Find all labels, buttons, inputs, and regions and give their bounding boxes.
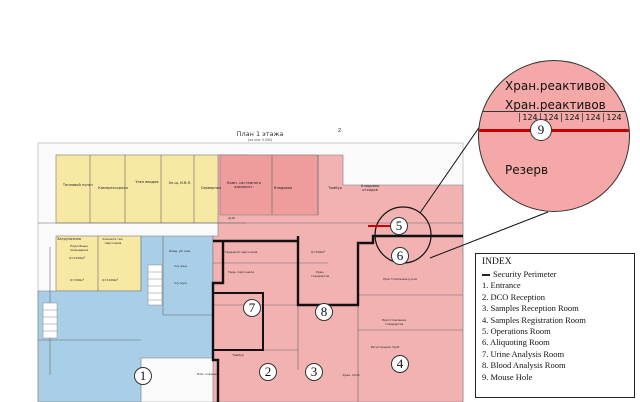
index-title: INDEX (482, 257, 512, 267)
plan-title: План 1 этажа (236, 130, 284, 138)
room-cold3: Q=300м³ (69, 278, 85, 282)
room-compressor: Компрессорная (98, 186, 128, 190)
index-item: 5. Operations Room (482, 326, 551, 337)
room-registration: Регистрация проб (370, 345, 400, 349)
plan-subtitle: (на отм. 0.000) (248, 138, 272, 142)
room-changing2: Гард. персонала (227, 270, 255, 274)
room-electrical: Эл.щ. И.В.П. (168, 181, 192, 185)
room-cleaning: Клад. уб. инв. (168, 249, 192, 253)
zoom-reagents-2: Хран.реактивов (505, 98, 606, 112)
section-mark: 2 (338, 128, 342, 134)
index-legend: INDEX Security Perimeter 1. Entrance 2. … (475, 253, 635, 398)
index-item: Security Perimeter (482, 269, 628, 280)
index-item: 6. Aliquoting Room (482, 337, 550, 348)
badge-mouse-hole[interactable]: 9 (530, 119, 552, 141)
room-loading: Загрузочная (57, 237, 81, 241)
perimeter-line-icon (482, 274, 490, 277)
room-security: Пом. охраны (197, 372, 217, 376)
room-wc-f: С/у жен. (174, 264, 188, 268)
zoom-reagents-1: Хран.реактивов (505, 79, 606, 93)
room-server: Серверная (200, 186, 222, 190)
badge-aliquoting[interactable]: 6 (391, 247, 409, 265)
stairs (42, 264, 163, 339)
floor-plan (37, 142, 464, 402)
zoom-reserve: Резерв (505, 163, 549, 177)
badge-samples-reception[interactable]: 3 (305, 363, 323, 381)
room-utility: Подсобные помещения (69, 244, 89, 253)
room-changing: Гардероб персонала (224, 250, 258, 254)
sysadmin-block (219, 154, 319, 216)
zoom-cell-row: 124 124 124 124 124 (479, 111, 629, 128)
badge-blood-analysis[interactable]: 8 (315, 303, 333, 321)
security-perimeter-inner (213, 292, 264, 351)
index-item: 3. Samples Reception Room (482, 303, 579, 314)
room-storage: Кладовая (273, 186, 293, 190)
room-prep: Приготовление р-ров (383, 277, 417, 281)
room-staff: Комната тех. персонала (102, 237, 124, 246)
index-item: 2. DCO Reception (482, 291, 546, 302)
room-cold1b: Q=1000м³ (102, 278, 118, 282)
room-sample-storage: Хран. проб (342, 373, 360, 377)
badge-operations[interactable]: 5 (390, 217, 408, 235)
secure-zone (212, 154, 464, 402)
room-inputs: Узел вводов (135, 180, 159, 184)
index-item: 9. Mouse Hole (482, 371, 533, 382)
mouse-hole-marker (368, 225, 398, 227)
index-item: 4. Samples Registration Room (482, 314, 586, 325)
room-prep-std: Приготовление стандартов (381, 318, 407, 327)
zoom-cell: 124 (540, 113, 561, 122)
zoom-perimeter-line (479, 129, 629, 132)
zoom-cell: 124 (603, 113, 624, 122)
room-vestibule2: Тамбур (232, 353, 244, 357)
badge-samples-registration[interactable]: 4 (391, 355, 409, 373)
room-waste: Кладовая отходов (360, 184, 380, 193)
index-item: 8. Blood Analysis Room (482, 360, 566, 371)
room-cold1: Q=1000м³ (69, 256, 85, 260)
badge-entrance[interactable]: 1 (134, 367, 152, 385)
interior-walls (38, 155, 463, 402)
badge-dco-reception[interactable]: 2 (259, 363, 277, 381)
room-heat: Тепловой пункт (62, 183, 94, 187)
room-standards: Хран. стандартов (310, 270, 330, 279)
zoom-cell: 124 (582, 113, 603, 122)
room-vestibule: Тамбур (328, 186, 342, 190)
zoom-cell: 124 (561, 113, 582, 122)
room-cold2: Q=500м³ (310, 250, 326, 254)
badge-urine-analysis[interactable]: 7 (243, 299, 261, 317)
index-item: 7. Urine Analysis Room (482, 348, 565, 359)
security-perimeter (211, 234, 463, 402)
room-sysadmin: Комн. системного админист. (226, 181, 262, 190)
room-corridor: Д.Ж. (228, 216, 236, 220)
mouse-hole-zoom: Хран.реактивов Хран.реактивов 124 124 12… (478, 60, 630, 212)
room-wc-m: С/у муж. (174, 281, 188, 285)
technical-zone (55, 154, 247, 224)
index-item: 1. Entrance (482, 280, 521, 291)
zoom-cell: 124 (519, 113, 540, 122)
